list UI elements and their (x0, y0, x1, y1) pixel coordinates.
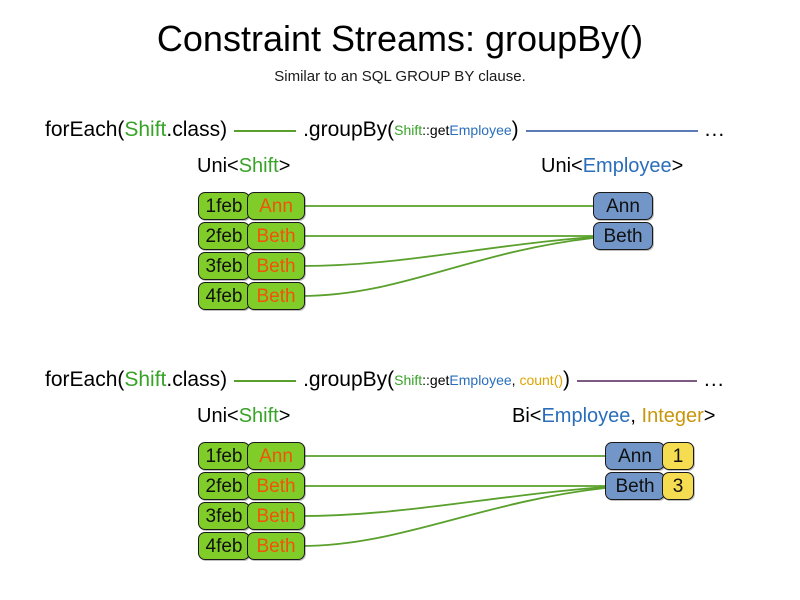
code-foreach-prefix: forEach( (45, 368, 125, 391)
employee-name-cell: Beth (593, 222, 653, 250)
shift-employee-cell: Ann (247, 192, 305, 220)
connector-foreach-to-groupby (234, 380, 297, 382)
caption-prefix: Uni< (197, 155, 239, 177)
code-tail-ellipsis: ... (704, 368, 725, 391)
shift-tuple[interactable]: 3feb Beth (198, 252, 305, 280)
code-line-groupby-count: forEach( Shift .class) .groupBy( Shift :… (45, 368, 725, 392)
connector-groupby-to-tail (525, 130, 698, 132)
shift-date-cell: 1feb (198, 442, 250, 470)
shift-date-cell: 3feb (198, 502, 250, 530)
code-foreach-suffix: .class) (166, 118, 228, 141)
caption-type: Employee (541, 405, 631, 427)
shift-employee-cell: Beth (247, 282, 305, 310)
caption-type-secondary: Integer (641, 405, 704, 427)
employee-count-cell: 3 (662, 472, 694, 500)
connector-groupby-to-tail (577, 380, 698, 382)
caption-right-type-row2: Bi<Employee, Integer> (512, 405, 715, 428)
shift-employee-cell: Beth (247, 502, 305, 530)
shift-tuple[interactable]: 4feb Beth (198, 282, 305, 310)
code-arg-separator: ::get (422, 122, 450, 138)
caption-type: Shift (238, 155, 279, 177)
code-groupby-method: .groupBy( (303, 368, 395, 391)
shift-date-cell: 2feb (198, 222, 250, 250)
caption-left-type-row1: Uni<Shift> (197, 155, 290, 178)
caption-suffix: > (671, 155, 684, 177)
shift-tuple[interactable]: 1feb Ann (198, 192, 305, 220)
page-title: Constraint Streams: groupBy() (156, 18, 644, 59)
code-groupby-close: ) (563, 368, 571, 391)
code-arg-count: count() (519, 372, 564, 388)
code-arg-owner: Shift (394, 122, 423, 138)
shift-employee-cell: Ann (247, 442, 305, 470)
page-subtitle: Similar to an SQL GROUP BY clause. (274, 68, 526, 85)
code-arg-owner: Shift (394, 372, 423, 388)
employee-count-tuple[interactable]: Ann 1 (605, 442, 694, 470)
connector-foreach-to-groupby (234, 130, 297, 132)
employee-count-tuple[interactable]: Beth 3 (605, 472, 694, 500)
code-groupby-close: ) (511, 118, 519, 141)
employee-name-cell: Beth (605, 472, 665, 500)
caption-prefix: Uni< (541, 155, 583, 177)
caption-type: Shift (238, 405, 279, 427)
caption-type: Employee (582, 155, 672, 177)
employee-name-cell: Ann (605, 442, 665, 470)
employee-count-cell: 1 (662, 442, 694, 470)
caption-left-type-row2: Uni<Shift> (197, 405, 290, 428)
shift-date-cell: 1feb (198, 192, 250, 220)
code-arg-comma: , (511, 372, 520, 388)
shift-tuple[interactable]: 1feb Ann (198, 442, 305, 470)
caption-suffix: > (278, 155, 291, 177)
shift-tuple[interactable]: 2feb Beth (198, 222, 305, 250)
shift-employee-cell: Beth (247, 472, 305, 500)
caption-prefix: Bi< (512, 405, 542, 427)
code-foreach-prefix: forEach( (45, 118, 125, 141)
code-line-groupby-basic: forEach( Shift .class) .groupBy( Shift :… (45, 118, 725, 142)
shift-tuple[interactable]: 3feb Beth (198, 502, 305, 530)
shift-date-cell: 4feb (198, 282, 250, 310)
code-foreach-type: Shift (124, 118, 167, 141)
shift-employee-cell: Beth (247, 532, 305, 560)
shift-date-cell: 4feb (198, 532, 250, 560)
shift-tuple[interactable]: 2feb Beth (198, 472, 305, 500)
caption-right-type-row1: Uni<Employee> (541, 155, 683, 178)
caption-prefix: Uni< (197, 405, 239, 427)
code-groupby-method: .groupBy( (303, 118, 395, 141)
caption-suffix: > (703, 405, 716, 427)
employee-tuple[interactable]: Ann (593, 192, 653, 220)
shift-date-cell: 2feb (198, 472, 250, 500)
caption-separator: , (630, 405, 642, 427)
code-foreach-suffix: .class) (166, 368, 228, 391)
code-arg-separator: ::get (422, 372, 450, 388)
caption-suffix: > (278, 405, 291, 427)
shift-employee-cell: Beth (247, 252, 305, 280)
employee-tuple[interactable]: Beth (593, 222, 653, 250)
shift-employee-cell: Beth (247, 222, 305, 250)
shift-date-cell: 3feb (198, 252, 250, 280)
code-arg-property: Employee (449, 372, 512, 388)
shift-tuple[interactable]: 4feb Beth (198, 532, 305, 560)
code-arg-property: Employee (449, 122, 512, 138)
employee-name-cell: Ann (593, 192, 653, 220)
code-foreach-type: Shift (124, 368, 167, 391)
code-tail-ellipsis: ... (704, 118, 726, 141)
